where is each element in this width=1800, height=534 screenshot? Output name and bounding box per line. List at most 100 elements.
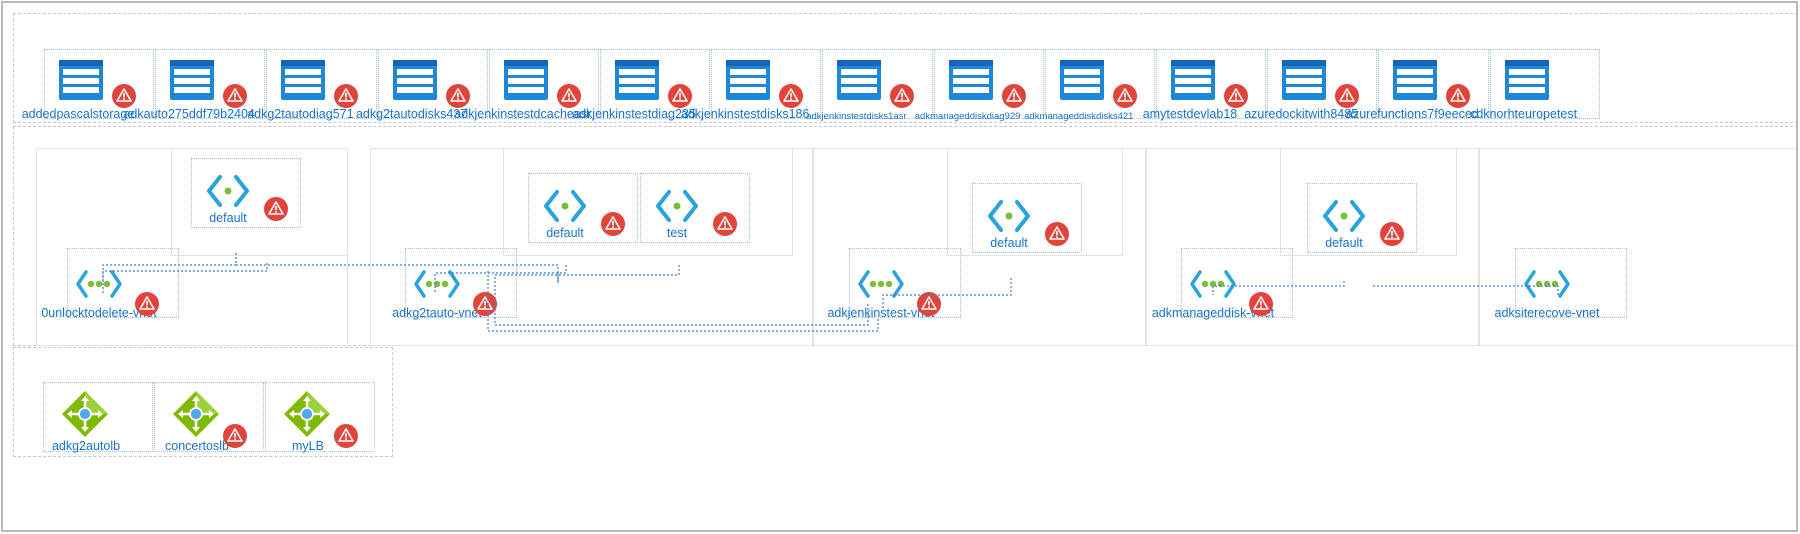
subnet-warning-icon[interactable] xyxy=(600,211,626,237)
subnet-node[interactable]: default xyxy=(979,198,1039,250)
lb-cell xyxy=(154,382,264,452)
storage-account-icon xyxy=(836,59,882,106)
load-balancer-node[interactable]: myLB xyxy=(278,389,338,453)
storage-account-node[interactable]: cdknorhteuropetest xyxy=(1470,59,1577,121)
subnet-node[interactable]: default xyxy=(1314,198,1374,250)
subnet-node[interactable]: default xyxy=(198,173,258,225)
storage-warning-icon[interactable] xyxy=(1445,83,1471,109)
storage-account-label: addedpascalstorage xyxy=(21,107,135,121)
storage-account-icon xyxy=(1504,59,1550,106)
storage-warning-icon[interactable] xyxy=(445,83,471,109)
vnet-warning-icon[interactable] xyxy=(134,291,160,317)
storage-cell xyxy=(1267,49,1378,119)
storage-cell xyxy=(933,49,1044,119)
storage-warning-icon[interactable] xyxy=(778,83,804,109)
storage-cell xyxy=(1378,49,1489,119)
subnet-container xyxy=(1280,148,1457,256)
storage-account-node[interactable]: adkmanageddiskdisks421 xyxy=(1024,59,1133,122)
load-balancer-label: adkg2autolb xyxy=(51,439,121,453)
storage-cell xyxy=(377,49,488,119)
storage-warning-icon[interactable] xyxy=(333,83,359,109)
storage-cell xyxy=(1044,49,1155,119)
virtual-network-icon xyxy=(75,268,123,305)
storage-warning-icon[interactable] xyxy=(222,83,248,109)
load-balancer-icon xyxy=(60,389,110,444)
subnet-warning-icon[interactable] xyxy=(712,211,738,237)
load-balancer-label: myLB xyxy=(292,439,324,453)
storage-account-icon xyxy=(948,59,994,106)
storage-account-node[interactable]: adkauto275ddf79b2404 xyxy=(123,59,255,121)
vnet-label: adkg2tauto-vnet xyxy=(392,306,482,320)
subnet-node[interactable]: test xyxy=(647,188,707,240)
storage-cell xyxy=(1489,49,1600,119)
subnet-warning-icon[interactable] xyxy=(1044,221,1070,247)
storage-warning-icon[interactable] xyxy=(1223,83,1249,109)
vnet-node[interactable]: 0unlocktodelete-vnet xyxy=(41,268,157,328)
load-balancer-icon xyxy=(282,389,332,444)
storage-account-label: adkjenkinstestdisks186 xyxy=(680,107,810,121)
virtual-network-icon xyxy=(1523,268,1571,305)
storage-account-node[interactable]: adkg2tautodisks437 xyxy=(356,59,467,121)
storage-account-node[interactable]: azuredockitwith8485 xyxy=(1244,59,1358,121)
storage-account-node[interactable]: adkjenkinstestdisks1asr xyxy=(806,59,907,122)
storage-account-label: adkmanageddiskdisks421 xyxy=(1024,111,1134,122)
storage-warning-icon[interactable] xyxy=(111,83,137,109)
vnet-warning-icon[interactable] xyxy=(916,291,942,317)
storage-account-icon xyxy=(1281,59,1327,106)
storage-warning-icon[interactable] xyxy=(556,83,582,109)
subnet-cell xyxy=(1307,183,1417,253)
storage-account-node[interactable]: adkmanageddiskdiag929 xyxy=(915,59,1020,122)
subnet-cell xyxy=(191,158,301,228)
subnet-label: default xyxy=(209,211,247,225)
subnet-warning-icon[interactable] xyxy=(1379,221,1405,247)
vnet-label: 0unlocktodelete-vnet xyxy=(41,306,157,320)
subnet-icon xyxy=(206,173,250,214)
storage-account-icon xyxy=(280,59,326,106)
storage-warning-icon[interactable] xyxy=(1001,83,1027,109)
subnet-label: test xyxy=(666,226,688,240)
subnet-warning-icon[interactable] xyxy=(263,196,289,222)
storage-account-node[interactable]: adkg2tautodiag571 xyxy=(247,59,354,121)
load-balancer-node[interactable]: adkg2autolb xyxy=(52,389,120,453)
subnet-label: default xyxy=(990,236,1028,250)
storage-account-node[interactable]: azurefunctions7f9eeced xyxy=(1346,59,1479,121)
storage-account-icon xyxy=(614,59,660,106)
storage-cell xyxy=(44,49,155,119)
storage-account-node[interactable]: addedpascalstorage xyxy=(22,59,134,121)
storage-cell xyxy=(600,49,711,119)
vnet-node[interactable]: adkjenkinstest-vnet xyxy=(827,268,935,328)
storage-account-icon xyxy=(169,59,215,106)
subnet-container xyxy=(503,148,793,256)
lb-warning-icon[interactable] xyxy=(333,423,359,449)
subnet-icon xyxy=(987,198,1031,239)
vnet-warning-icon[interactable] xyxy=(1248,291,1274,317)
storage-account-icon xyxy=(1059,59,1105,106)
storage-account-icon xyxy=(725,59,771,106)
vnet-warning-icon[interactable] xyxy=(472,291,498,317)
storage-account-node[interactable]: amytestdevlab18 xyxy=(1143,59,1237,121)
storage-account-icon xyxy=(1392,59,1438,106)
load-balancer-node[interactable]: concertoslb xyxy=(165,389,229,453)
vnet-node[interactable]: adksiterecove-vnet xyxy=(1495,268,1599,328)
virtual-network-icon xyxy=(413,268,461,305)
storage-cell xyxy=(1156,49,1267,119)
storage-warning-icon[interactable] xyxy=(667,83,693,109)
storage-warning-icon[interactable] xyxy=(889,83,915,109)
vnet-node[interactable]: adkmanageddisk-vnet xyxy=(1152,268,1274,328)
subnet-node[interactable]: default xyxy=(535,188,595,240)
load-balancer-icon xyxy=(171,389,221,444)
storage-warning-icon[interactable] xyxy=(1112,83,1138,109)
lb-warning-icon[interactable] xyxy=(222,423,248,449)
storage-account-label: adkjenkinstestdcacheasr xyxy=(454,107,592,121)
virtual-network-icon xyxy=(1189,268,1237,305)
storage-account-node[interactable]: adkjenkinstestdcacheasr xyxy=(454,59,591,121)
subnet-cell xyxy=(528,173,638,243)
vnet-node[interactable]: adkg2tauto-vnet xyxy=(392,268,482,328)
storage-warning-icon[interactable] xyxy=(1334,83,1360,109)
storage-account-icon xyxy=(1170,59,1216,106)
storage-cell xyxy=(711,49,822,119)
storage-account-node[interactable]: adkjenkinstestdisks186 xyxy=(681,59,809,121)
storage-account-node[interactable]: adkjenkinstestdiag235 xyxy=(572,59,696,121)
storage-account-label: adkg2tautodiag571 xyxy=(247,107,354,121)
